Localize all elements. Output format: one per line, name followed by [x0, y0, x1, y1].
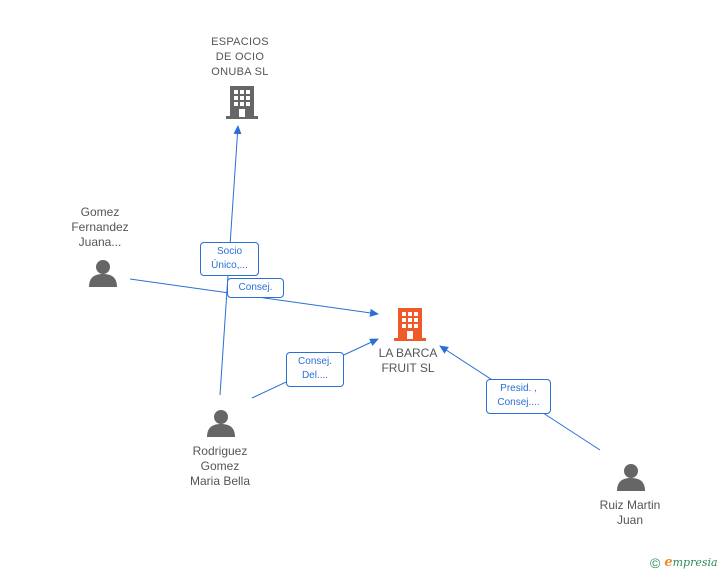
company-labarca-label[interactable]: LA BARCA FRUIT SL: [378, 346, 438, 375]
footer-brand: © empresia: [650, 555, 718, 570]
edge-label-consej[interactable]: Consej.: [227, 278, 284, 298]
brand-logo: empresia: [664, 555, 718, 570]
edge-label-consej-del[interactable]: Consej. Del....: [286, 352, 344, 387]
person-ruiz-label[interactable]: Ruiz Martin Juan: [599, 498, 661, 527]
person-gomez-label[interactable]: Gomez Fernandez Juana...: [71, 205, 129, 249]
edge-label-presid-consej[interactable]: Presid. , Consej....: [486, 379, 551, 414]
person-rodriguez-label[interactable]: Rodriguez Gomez Maria Bella: [189, 444, 251, 488]
company-espacios-label[interactable]: ESPACIOS DE OCIO ONUBA SL: [211, 36, 269, 78]
building-icon[interactable]: [226, 84, 258, 120]
person-icon[interactable]: [206, 408, 236, 438]
person-icon[interactable]: [88, 258, 118, 288]
edge-label-socio-unico[interactable]: Socio Único,...: [200, 242, 259, 276]
building-icon[interactable]: [394, 306, 426, 342]
person-icon[interactable]: [616, 462, 646, 492]
copyright-icon: ©: [650, 554, 661, 571]
